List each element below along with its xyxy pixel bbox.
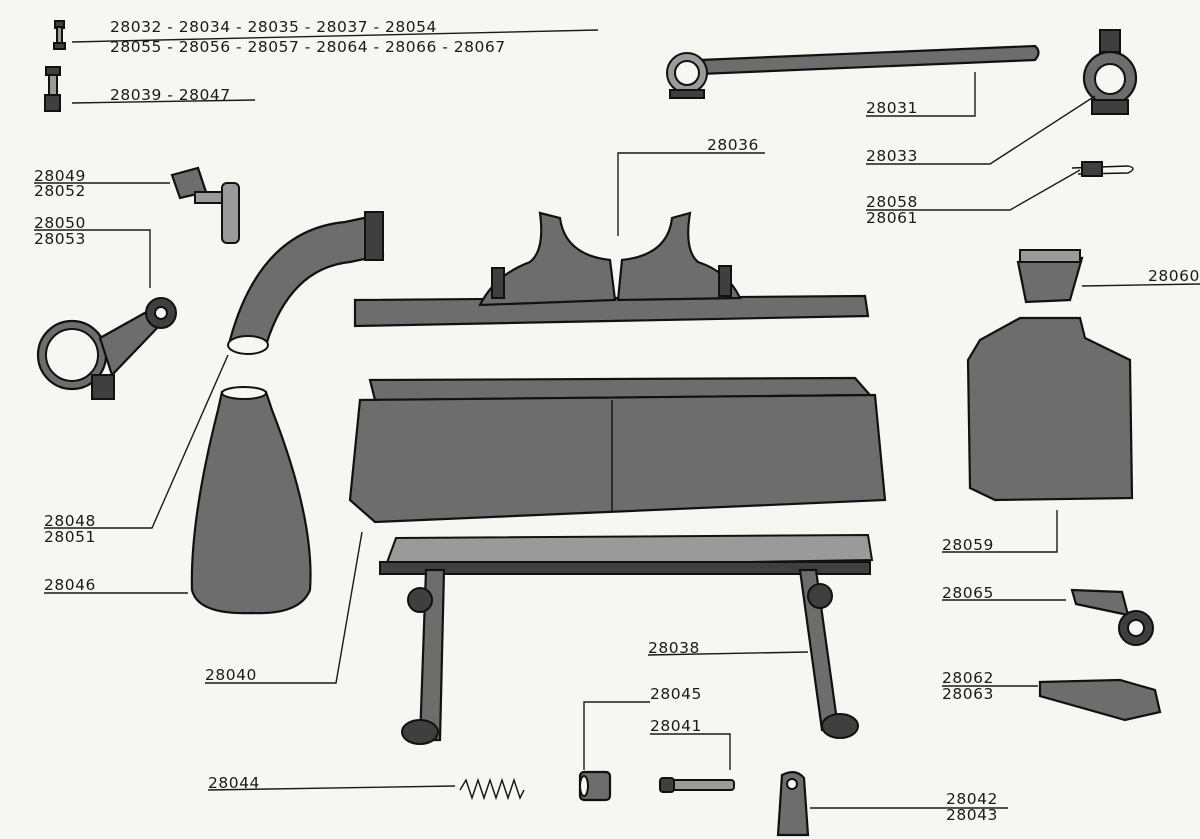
label-28061: 28061 [866,209,918,227]
label-28032-group-line2: 28055 - 28056 - 28057 - 28064 - 28066 - … [110,38,506,56]
label-28031: 28031 [866,99,918,117]
label-28039-group: 28039 - 28047 [110,86,231,104]
label-28049: 28049 [34,167,86,185]
clamp-ring-part [1082,29,1138,115]
conical-sack-part [190,386,312,615]
top-arch-bar-part [353,211,870,328]
label-28043: 28043 [946,806,998,824]
label-28065: 28065 [942,584,994,602]
pin-clip-part [1071,161,1134,177]
label-28032-group-line1: 28032 - 28034 - 28035 - 28037 - 28054 [110,18,437,36]
leader-lines [34,29,1200,809]
label-28038: 28038 [648,639,700,657]
panel-hopper-part [966,316,1134,502]
label-28033: 28033 [866,147,918,165]
label-28050: 28050 [34,214,86,232]
latch-bracket-part [1038,678,1162,722]
pin-part [659,777,735,793]
spring-part [459,777,525,801]
label-28062: 28062 [942,669,994,687]
ring-bracket-part [1070,588,1154,646]
bolt-part-2 [44,66,61,112]
label-28041: 28041 [650,717,702,735]
label-28046: 28046 [44,576,96,594]
label-28036: 28036 [707,136,759,154]
bolt-part [53,20,66,50]
label-28058: 28058 [866,193,918,211]
label-28053: 28053 [34,230,86,248]
label-28045: 28045 [650,685,702,703]
label-28059: 28059 [942,536,994,554]
label-28044: 28044 [208,774,260,792]
pivot-bracket-part [170,166,240,244]
label-28051: 28051 [44,528,96,546]
label-28052: 28052 [34,182,86,200]
main-hopper-part [348,376,887,524]
label-28063: 28063 [942,685,994,703]
ring-arm-part [36,297,177,400]
lever-part [776,771,810,837]
tube-clamp-part [666,44,1040,99]
curved-chute-part [227,211,385,355]
label-28048: 28048 [44,512,96,530]
bushing-part [578,770,612,802]
small-hopper-top-part [1016,249,1084,304]
label-28060: 28060 [1148,267,1200,285]
label-28040: 28040 [205,666,257,684]
label-28042: 28042 [946,790,998,808]
frame-legs-part [379,533,874,745]
